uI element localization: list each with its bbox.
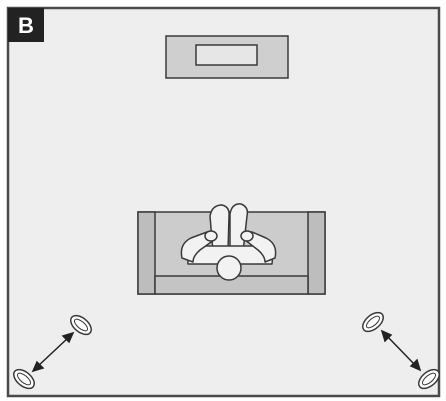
right-rear-speaker-inner	[365, 315, 381, 329]
right-arrow-head-bottom	[409, 358, 422, 372]
right-corner-speaker-inner	[421, 372, 437, 386]
left-rear-speaker	[70, 314, 92, 336]
right-arrow-head-top	[380, 329, 393, 343]
left-arrow-head-top	[61, 331, 75, 344]
right-arrow-shaft	[385, 334, 417, 367]
panel-badge-bg	[8, 8, 44, 42]
left-corner-speaker	[13, 368, 35, 390]
listener-left-hand	[204, 230, 218, 242]
double-arrow-icon	[31, 331, 75, 373]
left-speaker-group	[13, 314, 92, 390]
listener-left-leg	[209, 204, 230, 253]
listener-head	[216, 255, 242, 281]
speaker-icon	[418, 368, 440, 390]
double-arrow-icon	[380, 329, 422, 372]
left-arrow-head-bottom	[31, 360, 45, 373]
sofa-right-arm	[307, 211, 326, 295]
left-rear-speaker-inner	[73, 318, 89, 332]
listener-right-hand	[240, 230, 254, 242]
panel-badge: B	[8, 8, 44, 42]
tv-screen	[195, 44, 258, 66]
right-speaker-group	[362, 311, 440, 390]
left-corner-speaker-inner	[16, 372, 32, 386]
tv-icon	[165, 35, 289, 79]
right-rear-speaker	[362, 311, 384, 333]
right-corner-speaker	[418, 368, 440, 390]
panel-label: B	[18, 13, 34, 38]
sofa-left-arm	[137, 211, 156, 295]
left-arrow-shaft	[36, 336, 70, 368]
speaker-icon	[13, 368, 35, 390]
person-icon	[180, 203, 277, 281]
speaker-icon	[362, 311, 384, 333]
speaker-icon	[70, 314, 92, 336]
